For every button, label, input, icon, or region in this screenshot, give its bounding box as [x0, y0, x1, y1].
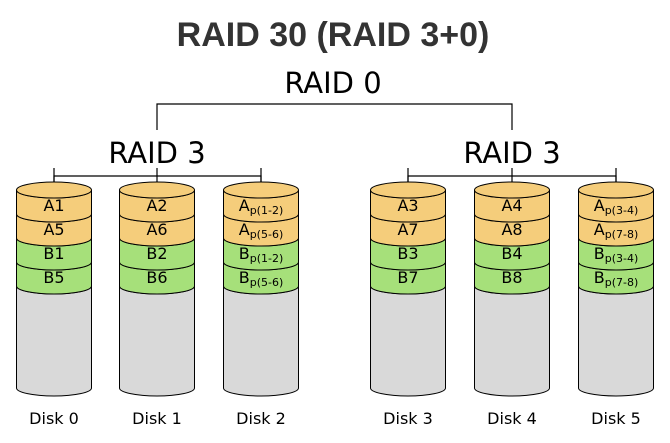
block-label: B7: [397, 268, 418, 287]
disk-empty-space: [119, 285, 195, 397]
block-label: A1: [43, 196, 64, 215]
block-label-subscript: p(5-6): [250, 228, 284, 241]
disk-top-cap: [223, 181, 299, 199]
block-label-subscript: p(7-8): [605, 228, 639, 241]
disk-label: Disk 1: [132, 409, 182, 428]
block-label: A5: [43, 220, 64, 239]
disk-empty-space: [474, 285, 550, 397]
disk-top-cap: [578, 181, 654, 199]
block-label-subscript: p(5-6): [250, 276, 284, 289]
disk-empty-space: [578, 285, 654, 397]
raid0-label: RAID 0: [284, 66, 381, 100]
disk-label: Disk 4: [487, 409, 537, 428]
diagram-title: RAID 30 (RAID 3+0): [177, 16, 490, 54]
block-label: B6: [146, 268, 167, 287]
disk-empty-space: [223, 285, 299, 397]
block-label-subscript: p(1-2): [250, 204, 284, 217]
block-label: B1: [43, 244, 64, 263]
block-label-subscript: p(3-4): [605, 204, 639, 217]
block-label: B5: [43, 268, 64, 287]
raid0-connector: [156, 103, 513, 130]
block-label: A2: [146, 196, 167, 215]
raid3-label: RAID 3: [108, 136, 205, 170]
block-label: A4: [501, 196, 522, 215]
disk-top-cap: [119, 181, 195, 199]
block-label: B2: [146, 244, 167, 263]
raid3-label: RAID 3: [463, 136, 560, 170]
disk-top-cap: [474, 181, 550, 199]
disk: Ap(3-4)Ap(7-8)Bp(3-4)Bp(7-8)Disk 5: [578, 181, 654, 428]
block-label-subscript: p(1-2): [250, 252, 284, 265]
disk-empty-space: [16, 285, 92, 397]
disk-label: Disk 3: [383, 409, 433, 428]
block-label: A7: [397, 220, 418, 239]
disk-empty-space: [370, 285, 446, 397]
block-label-subscript: p(3-4): [605, 252, 639, 265]
disk: Ap(1-2)Ap(5-6)Bp(1-2)Bp(5-6)Disk 2: [223, 181, 299, 428]
disk-top-cap: [370, 181, 446, 199]
block-label: A6: [146, 220, 167, 239]
disk-top-cap: [16, 181, 92, 199]
block-label: A8: [501, 220, 522, 239]
disk-label: Disk 2: [236, 409, 286, 428]
disk-label: Disk 5: [591, 409, 641, 428]
disk-label: Disk 0: [29, 409, 79, 428]
block-label: B3: [397, 244, 418, 263]
block-label: B4: [501, 244, 522, 263]
block-label-subscript: p(7-8): [605, 276, 639, 289]
block-label: B8: [501, 268, 522, 287]
block-label: A3: [397, 196, 418, 215]
